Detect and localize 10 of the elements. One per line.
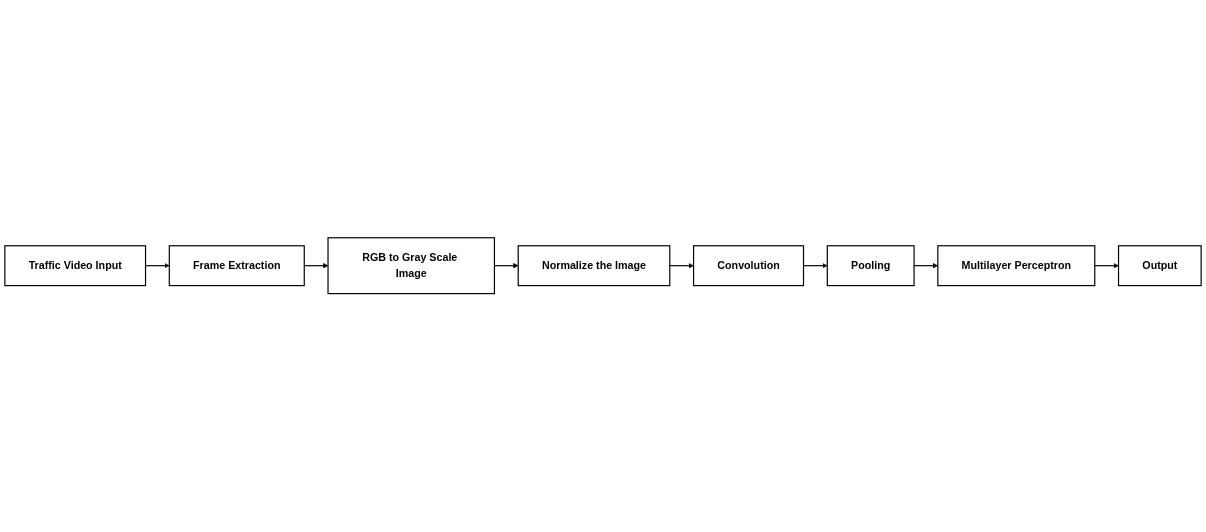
- arrow: [669, 263, 694, 269]
- node-box: Traffic Video Input: [4, 245, 147, 287]
- node-box: Frame Extraction: [168, 245, 305, 287]
- arrow: [1094, 263, 1119, 269]
- node-box: Output: [1117, 245, 1202, 287]
- node-box: RGB to Gray Scale Image: [327, 237, 496, 295]
- node-box: Normalize the Image: [517, 245, 671, 287]
- node-box: Multilayer Perceptron: [937, 245, 1096, 287]
- node-box: Pooling: [826, 245, 915, 287]
- node-box: Convolution: [692, 245, 805, 287]
